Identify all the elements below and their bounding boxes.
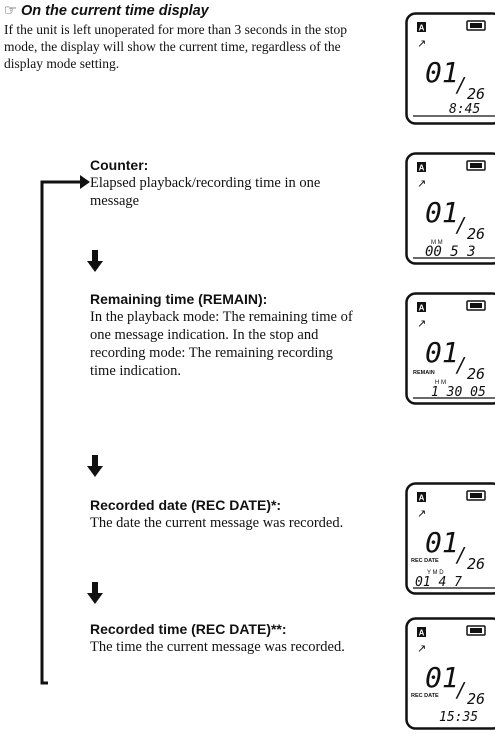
lcd-bottom-value: 8:45 <box>449 102 480 117</box>
entry-title: Remaining time (REMAIN): <box>90 291 268 307</box>
message-number: 01 <box>425 526 459 559</box>
lcd-bottom-value: 01 4 7 <box>415 575 462 590</box>
cycle-loop-arrow <box>40 175 90 685</box>
lcd-bottom-value: 00 5 3 <box>425 244 476 260</box>
total-messages: 26 <box>467 365 485 383</box>
folder-icon <box>417 492 426 502</box>
pointing-hand-icon: ☞ <box>4 3 17 19</box>
slash-icon: / <box>455 213 466 237</box>
current-time-note: ☞On the current time display If the unit… <box>4 2 374 72</box>
entry-body: The time the current message was recorde… <box>90 639 345 655</box>
mic-sensitivity-icon: ↗ <box>417 642 426 655</box>
folder-icon <box>417 22 426 32</box>
slash-icon: / <box>455 353 466 377</box>
unit-markers: M M <box>431 240 443 246</box>
folder-icon <box>417 627 426 637</box>
note-title: ☞On the current time display <box>4 2 374 20</box>
lcd-mode-label: REC DATE <box>411 693 439 699</box>
lcd-display-remain: A ↗ 01 REMAIN / 26 H M 1 30 05 <box>405 292 495 405</box>
down-arrow-icon <box>87 582 103 604</box>
entry-title: Counter: <box>90 157 149 173</box>
mic-sensitivity-icon: ↗ <box>417 177 426 190</box>
folder-icon <box>417 302 426 312</box>
unit-markers: H M <box>435 380 446 386</box>
lcd-display-rec-date: A ↗ 01 REC DATE / 26 Y M D 01 4 7 <box>405 482 495 595</box>
mic-sensitivity-icon: ↗ <box>417 507 426 520</box>
entry-counter: Counter: Elapsed playback/recording time… <box>90 156 362 210</box>
folder-letter: A <box>419 24 425 33</box>
message-number: 01 <box>425 56 459 89</box>
total-messages: 26 <box>467 225 485 243</box>
folder-letter: A <box>419 164 425 173</box>
lcd-display-current-time: A ↗ 01 / 26 8:45 <box>405 12 495 125</box>
total-messages: 26 <box>467 85 485 103</box>
message-number: 01 <box>425 661 459 694</box>
lcd-bottom-value: 15:35 <box>439 710 478 725</box>
folder-letter: A <box>419 629 425 638</box>
unit-markers: Y M D <box>427 570 444 576</box>
entry-body: Elapsed playback/recording time in one m… <box>90 175 321 209</box>
note-body: If the unit is left unoperated for more … <box>4 22 348 71</box>
entry-rec-time: Recorded time (REC DATE)**: The time the… <box>90 620 362 656</box>
entry-rec-date: Recorded date (REC DATE)*: The date the … <box>90 496 362 532</box>
down-arrow-icon <box>87 455 103 477</box>
slash-icon: / <box>455 73 466 97</box>
total-messages: 26 <box>467 690 485 708</box>
entry-body: In the playback mode: The remaining time… <box>90 309 353 379</box>
slash-icon: / <box>455 678 466 702</box>
loop-arrowhead-icon <box>80 175 90 189</box>
mic-sensitivity-icon: ↗ <box>417 37 426 50</box>
entry-body: The date the current message was recorde… <box>90 515 344 531</box>
lcd-bottom-value: 1 30 05 <box>431 385 486 400</box>
folder-icon <box>417 162 426 172</box>
lcd-mode-label: REC DATE <box>411 558 439 564</box>
entry-title: Recorded date (REC DATE)*: <box>90 497 282 513</box>
mic-sensitivity-icon: ↗ <box>417 317 426 330</box>
down-arrow-icon <box>87 250 103 272</box>
lcd-mode-label: REMAIN <box>413 370 435 376</box>
note-title-text: On the current time display <box>21 3 209 19</box>
lcd-display-rec-time: A ↗ 01 REC DATE / 26 15:35 <box>405 617 495 730</box>
entry-remaining: Remaining time (REMAIN): In the playback… <box>90 290 362 380</box>
slash-icon: / <box>455 543 466 567</box>
total-messages: 26 <box>467 555 485 573</box>
message-number: 01 <box>425 336 459 369</box>
folder-letter: A <box>419 304 425 313</box>
lcd-display-counter: A ↗ 01 / 26 M M 00 5 3 <box>405 152 495 265</box>
message-number: 01 <box>425 196 459 229</box>
folder-letter: A <box>419 494 425 503</box>
entry-title: Recorded time (REC DATE)**: <box>90 621 287 637</box>
